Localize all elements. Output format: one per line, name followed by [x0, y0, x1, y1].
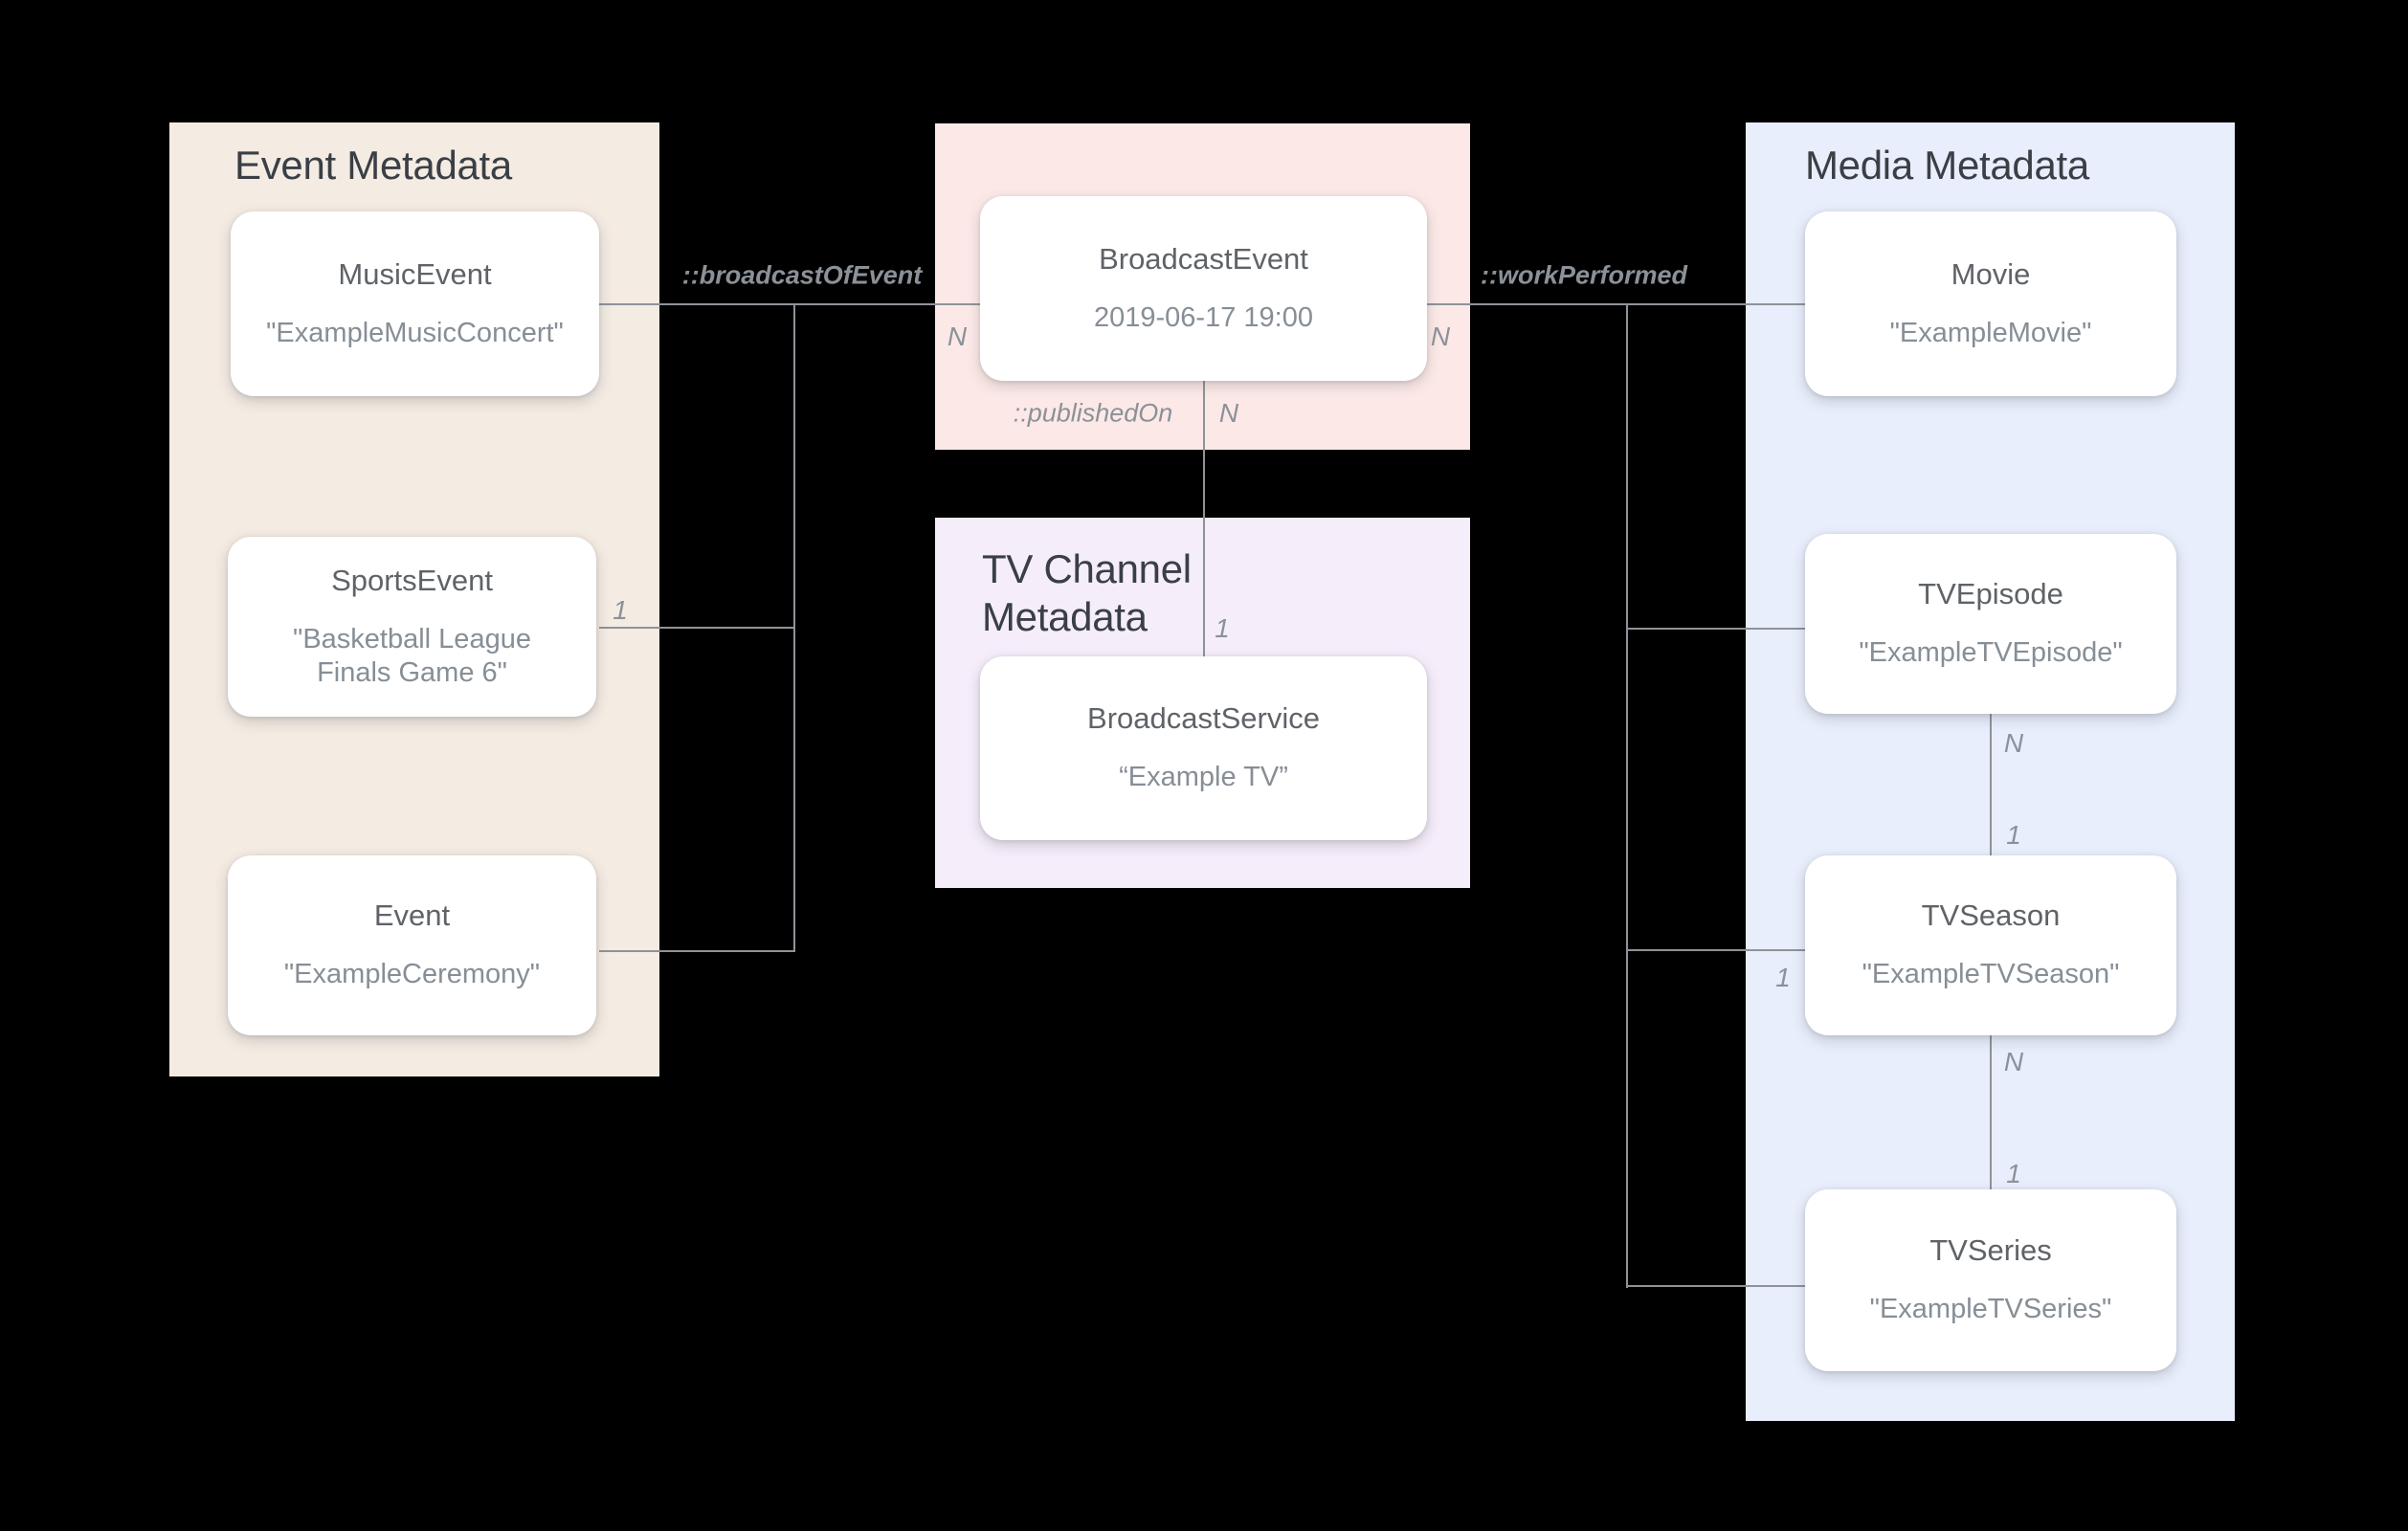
card-tvseries-value: "ExampleTVSeries" — [1869, 1294, 2112, 1325]
card-tvepisode-name: TVEpisode — [1918, 577, 2063, 611]
card-broadcastservice: BroadcastService “Example TV” — [980, 656, 1427, 840]
card-musicevent-name: MusicEvent — [338, 256, 492, 291]
card-event-name: Event — [373, 899, 451, 933]
cardinality-publishedon-n: N — [1218, 398, 1239, 428]
card-movie-value: "ExampleMovie" — [1889, 317, 2092, 348]
card-sportsevent: SportsEvent "Basketball League Finals Ga… — [228, 537, 596, 717]
card-broadcastevent-name: BroadcastEvent — [1099, 241, 1308, 276]
card-musicevent-value: "ExampleMusicConcert" — [266, 317, 564, 348]
connector-tvepisode-tvseason — [1990, 714, 1992, 856]
cardinality-sportsevent-1: 1 — [613, 595, 628, 625]
card-movie: Movie "ExampleMovie" — [1805, 211, 2176, 396]
card-sportsevent-name: SportsEvent — [331, 563, 493, 597]
connector-tvepisode-branch — [1626, 628, 1806, 630]
connector-tvseason-tvseries — [1990, 1035, 1992, 1190]
card-sportsevent-value: "Basketball League Finals Game 6" — [293, 623, 531, 688]
panel-title-media-metadata: Media Metadata — [1805, 143, 2089, 188]
card-broadcastevent: BroadcastEvent 2019-06-17 19:00 — [980, 196, 1427, 381]
card-tvseason-name: TVSeason — [1921, 899, 2061, 933]
cardinality-season-series-n: N — [2003, 1047, 2024, 1076]
card-tvepisode: TVEpisode "ExampleTVEpisode" — [1805, 534, 2176, 714]
cardinality-season-series-1: 1 — [2006, 1159, 2021, 1188]
connector-sportsevent-branch — [599, 627, 794, 629]
connector-media-group-vertical — [1626, 303, 1628, 1288]
card-tvepisode-value: "ExampleTVEpisode" — [1859, 637, 2123, 669]
connector-event-branch — [599, 950, 794, 952]
panel-title-tv-channel-line2: Metadata — [982, 594, 1148, 639]
cardinality-episode-season-n: N — [2003, 728, 2024, 758]
connector-musicevent-broadcastevent — [599, 303, 980, 305]
card-broadcastservice-value: “Example TV” — [1119, 762, 1288, 793]
cardinality-episode-season-1: 1 — [2006, 820, 2021, 850]
card-tvseries-name: TVSeries — [1929, 1233, 2052, 1268]
cardinality-broadcastofevent-n-left: N — [947, 322, 968, 351]
connector-broadcastevent-movie — [1427, 303, 1805, 305]
card-movie-name: Movie — [1951, 256, 2031, 291]
relation-label-publishedon: ::publishedOn — [1013, 398, 1173, 428]
cardinality-publishedon-1: 1 — [1215, 613, 1230, 643]
card-broadcastservice-name: BroadcastService — [1087, 701, 1320, 736]
card-event: Event "ExampleCeremony" — [228, 855, 596, 1035]
panel-title-tv-channel-line1: TV Channel — [982, 546, 1192, 591]
cardinality-tvseason-branch-1: 1 — [1775, 963, 1791, 992]
connector-tvseries-branch — [1626, 1285, 1806, 1287]
panel-title-event-metadata: Event Metadata — [234, 143, 512, 188]
relation-label-broadcastofevent: ::broadcastOfEvent — [681, 260, 923, 290]
card-broadcastevent-value: 2019-06-17 19:00 — [1094, 301, 1313, 333]
connector-broadcastevent-broadcastservice — [1203, 381, 1205, 657]
card-musicevent: MusicEvent "ExampleMusicConcert" — [231, 211, 599, 396]
card-tvseason: TVSeason "ExampleTVSeason" — [1805, 855, 2176, 1035]
card-tvseries: TVSeries "ExampleTVSeries" — [1805, 1189, 2176, 1371]
card-event-value: "ExampleCeremony" — [283, 959, 541, 990]
relation-label-workperformed: ::workPerformed — [1480, 260, 1688, 290]
panel-title-tv-channel-metadata: TV Channel Metadata — [982, 545, 1192, 641]
cardinality-workperformed-n-left: N — [1430, 322, 1451, 351]
connector-event-group-vertical — [793, 303, 795, 952]
connector-tvseason-branch — [1626, 949, 1806, 951]
card-tvseason-value: "ExampleTVSeason" — [1862, 959, 2120, 990]
